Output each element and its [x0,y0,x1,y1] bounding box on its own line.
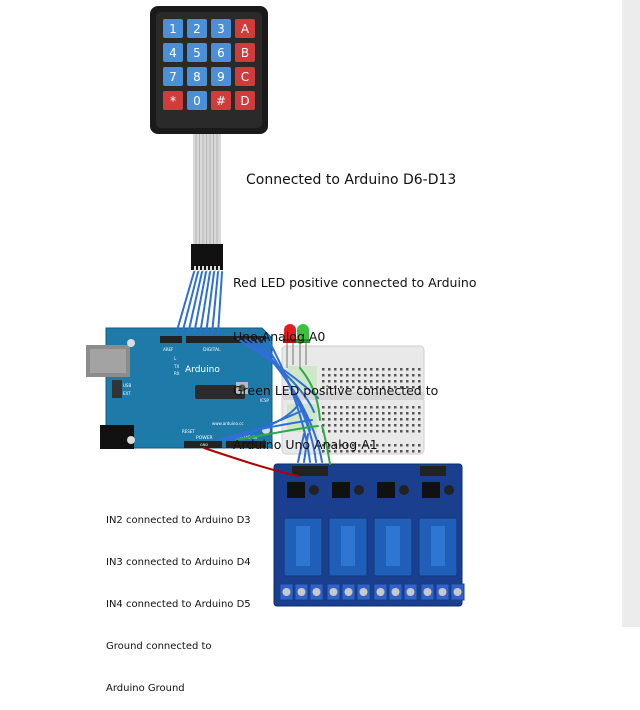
digital-label: DIGITAL [203,347,221,353]
relay-connection-note: IN2 connected to Arduino D3 IN3 connecte… [106,486,251,710]
keypad-keys: 1 2 3 A 4 5 6 B 7 8 9 C * 0 # D [163,19,255,110]
screw-terminal [420,583,435,601]
led-note-line: Arduino Uno Analog A1 [233,437,378,452]
keypad-key-label: 9 [217,70,225,84]
screw-terminal [403,583,418,601]
keypad-key: 8 [187,67,207,86]
keypad-key-label: * [170,94,176,108]
keypad-key: 9 [211,67,231,86]
relay-unit [328,482,368,577]
relay-unit [283,482,323,577]
screw-terminal [326,583,341,601]
wires [175,271,331,477]
relay-unit [418,482,458,577]
keypad-key: * [163,91,183,110]
keypad-key: 0 [187,91,207,110]
keypad-key-label: 8 [193,70,201,84]
screw-terminal [356,583,371,601]
keypad-key-label: # [216,94,226,108]
keypad-key-label: 1 [169,22,177,36]
keypad-connector [191,244,223,270]
keypad-key-label: C [241,70,249,84]
digital-header [186,336,266,343]
keypad-key: D [235,91,255,110]
microcontroller-chip [195,385,245,399]
relay-note-line: Arduino Ground [106,683,185,694]
screw-terminal [373,583,388,601]
relay-units [283,482,458,577]
relay-module [273,463,465,607]
relay-note-line: IN2 connected to Arduino D3 [106,515,251,526]
l-led-label: L [174,356,177,361]
screw-terminal [341,583,356,601]
relay-note-line: IN4 connected to Arduino D5 [106,599,251,610]
keypad-key-label: D [240,94,249,108]
led-note-line: Red LED positive connected to Arduino [233,275,477,290]
screw-terminal [388,583,403,601]
keypad-key: 1 [163,19,183,38]
relay-terminals [279,583,465,601]
arduino-board: Arduino DIGITAL POWER ANALOG IN www.ardu… [86,327,273,449]
red-led [283,324,297,368]
ribbon-cable [191,134,223,272]
led-connection-note: Red LED positive connected to Arduino Un… [233,238,477,472]
keypad-key: B [235,43,255,62]
wiring-diagram: 1 2 3 A 4 5 6 B 7 8 9 C * 0 # D [86,6,465,607]
relay-note-line: IN3 connected to Arduino D4 [106,557,251,568]
keypad-key-label: 0 [193,94,201,108]
keypad-key-label: 2 [193,22,201,36]
relay-unit [373,482,413,577]
usb-label: USB [123,383,131,388]
arduino-brand: Arduino [185,365,220,375]
keypad-wires [175,271,223,335]
tx-led-label: TX [173,364,179,369]
keypad-key: C [235,67,255,86]
breadboard-holes [322,368,421,453]
power-header [184,441,222,448]
keypad: 1 2 3 A 4 5 6 B 7 8 9 C * 0 # D [150,6,268,134]
page-gutter [622,0,640,627]
aref-label: AREF [163,347,174,352]
power-jack [100,425,134,449]
screw-terminal [294,583,309,601]
reset-label: RESET [182,429,195,434]
keypad-key-label: 3 [217,22,225,36]
relay-signal-wires [217,338,323,463]
relay-note-line: Ground connected to [106,641,212,652]
screw-terminal [435,583,450,601]
screw-terminal [279,583,294,601]
keypad-key-label: 7 [169,70,177,84]
keypad-key: A [235,19,255,38]
keypad-key-label: B [241,46,249,60]
screw-terminal [309,583,324,601]
led-note-line: Green LED positive connected to [233,383,439,398]
gnd-label: GND [200,443,208,447]
arduino-url: www.arduino.cc [212,421,244,426]
keypad-key: 2 [187,19,207,38]
keypad-key: # [211,91,231,110]
keypad-key: 7 [163,67,183,86]
analog-header [226,441,266,448]
relay-input-header [292,466,328,476]
icsp-label: ICSP [260,398,270,403]
ground-wire [203,447,299,477]
keypad-key: 6 [211,43,231,62]
green-led [296,324,310,368]
keypad-key-label: A [241,22,250,36]
keypad-key-label: 6 [217,46,225,60]
keypad-key: 4 [163,43,183,62]
led-note-line: Uno Analog A0 [233,329,326,344]
screw-terminal [450,583,465,601]
usb-ext-jumper [112,380,122,398]
keypad-key: 3 [211,19,231,38]
led-wires [235,367,331,465]
rx-led-label: RX [174,371,180,376]
keypad-connection-note: Connected to Arduino D6-D13 [246,172,457,188]
ext-label: EXT [123,391,131,396]
keypad-key-label: 4 [169,46,177,60]
keypad-key: 5 [187,43,207,62]
keypad-key-label: 5 [193,46,201,60]
power-label: POWER [196,435,213,441]
